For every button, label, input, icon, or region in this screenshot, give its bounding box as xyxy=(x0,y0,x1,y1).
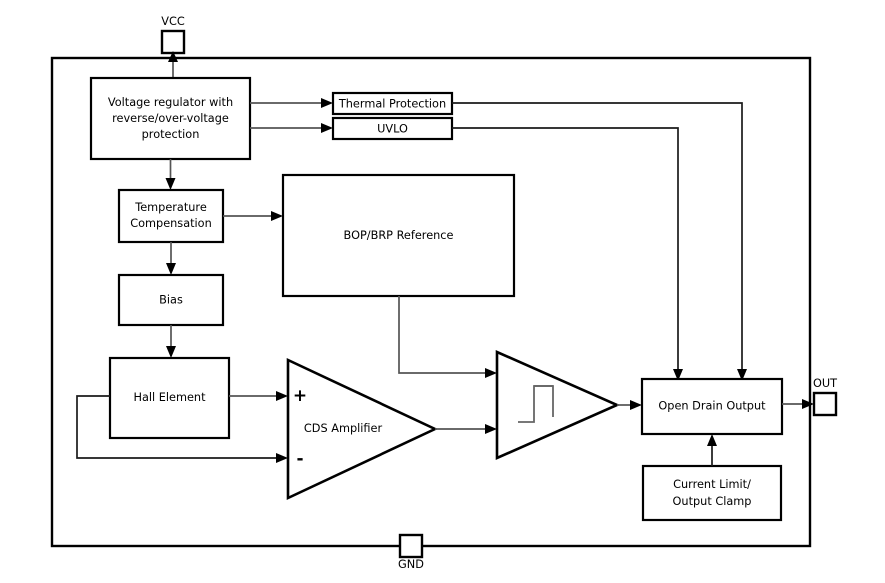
arrowhead-tempcomp xyxy=(165,178,176,190)
wire-thermal-to-open-drain xyxy=(452,102,743,372)
block-cds-amplifier-label: CDS Amplifier xyxy=(304,422,383,435)
block-bop-brp-reference[interactable] xyxy=(281,173,516,298)
arrowhead-open-drain-input xyxy=(630,400,642,410)
arrowhead-bopbrp xyxy=(271,211,283,221)
pin-vcc-label: VCC xyxy=(161,15,185,28)
block-hall-element-label: Hall Element xyxy=(133,391,206,404)
arrowhead-cds-plus-input xyxy=(276,391,288,401)
block-thermal-protection-label: Thermal Protection xyxy=(338,98,446,111)
arrowhead-hall-element xyxy=(166,346,176,358)
arrowhead-open-drain-clamp xyxy=(707,434,717,446)
block-temperature-compensation[interactable] xyxy=(117,188,225,244)
block-current-limit-label-line1: Current Limit/ xyxy=(673,478,751,491)
arrowhead-uvlo xyxy=(321,123,333,133)
block-hall-element[interactable] xyxy=(108,356,231,440)
cds-minus-sign: - xyxy=(296,449,303,469)
block-current-limit-output-clamp[interactable] xyxy=(641,464,783,522)
arrowhead-cds-minus-input xyxy=(276,453,288,463)
wire-hall-feedback-to-cds-minus xyxy=(76,395,277,459)
pin-gnd-label: GND xyxy=(398,558,424,571)
wire-bopbrp-to-comparator xyxy=(398,296,486,374)
block-current-limit-label-line2: Output Clamp xyxy=(673,495,752,508)
arrowhead-bias xyxy=(166,263,176,275)
block-open-drain-output[interactable] xyxy=(640,377,784,436)
wire-uvlo-to-open-drain xyxy=(452,127,679,372)
device-boundary xyxy=(50,56,812,548)
block-bias-label: Bias xyxy=(159,294,183,307)
pin-gnd-box[interactable] xyxy=(398,533,424,559)
block-voltage-regulator[interactable] xyxy=(89,76,252,161)
arrowhead-uvlo-to-open-drain xyxy=(673,369,683,381)
block-open-drain-output-label: Open Drain Output xyxy=(658,400,766,413)
arrowhead-thermal-to-open-drain xyxy=(737,369,747,381)
arrowhead-thermal-protection xyxy=(321,98,333,108)
block-bias[interactable] xyxy=(117,273,225,327)
block-uvlo-label: UVLO xyxy=(377,123,408,136)
arrowhead-out-pin xyxy=(802,399,814,409)
block-bop-brp-reference-label: BOP/BRP Reference xyxy=(344,229,454,242)
block-voltage-regulator-label-line3: protection xyxy=(142,128,200,141)
arrowhead-comparator-ref-input xyxy=(485,368,497,378)
block-temperature-compensation-label-line1: Temperature xyxy=(134,201,207,214)
pin-out-box[interactable] xyxy=(812,391,838,417)
pin-out-label: OUT xyxy=(813,377,837,390)
block-temperature-compensation-label-line2: Compensation xyxy=(130,217,212,230)
block-voltage-regulator-label-line1: Voltage regulator with xyxy=(108,96,233,109)
block-voltage-regulator-label-line2: reverse/over-voltage xyxy=(112,112,229,125)
block-cds-amplifier[interactable] xyxy=(286,357,439,501)
arrowhead-comparator-signal-input xyxy=(485,424,497,434)
hysteresis-icon-upper xyxy=(534,385,554,417)
pin-vcc-box[interactable] xyxy=(160,29,186,55)
block-schmitt-comparator[interactable] xyxy=(495,350,621,460)
arrowhead-vcc xyxy=(168,51,178,62)
cds-plus-sign: + xyxy=(293,386,307,406)
